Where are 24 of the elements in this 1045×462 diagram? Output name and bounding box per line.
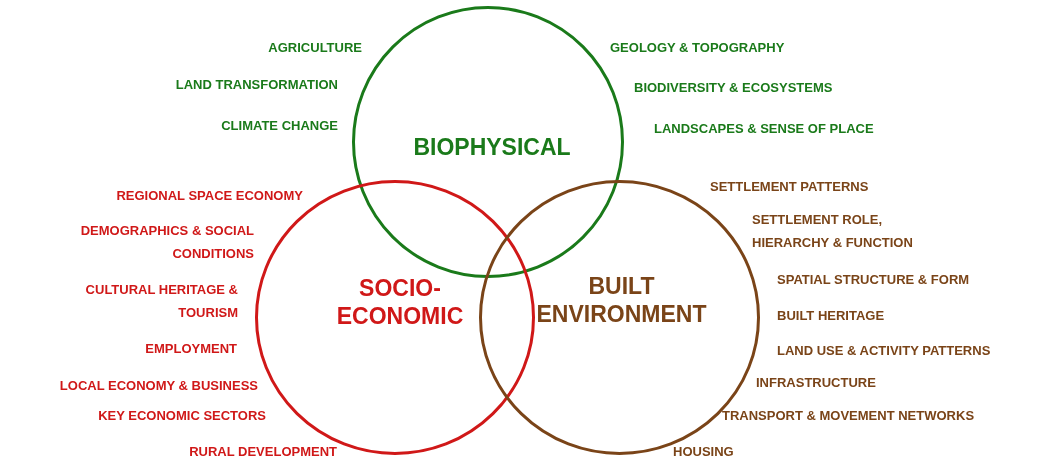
topic-label: HOUSING: [673, 443, 734, 461]
topic-label: LAND USE & ACTIVITY PATTERNS: [777, 342, 991, 360]
topic-label: TRANSPORT & MOVEMENT NETWORKS: [722, 407, 975, 425]
topic-label: LAND TRANSFORMATION: [175, 76, 338, 94]
topic-label: REGIONAL SPACE ECONOMY: [116, 187, 303, 205]
circle-title: SOCIO-ECONOMIC: [335, 274, 465, 331]
topic-label: GEOLOGY & TOPOGRAPHY: [610, 39, 785, 57]
topic-label: EMPLOYMENT: [145, 340, 237, 358]
topic-label: CULTURAL HERITAGE & TOURISM: [84, 281, 238, 322]
topic-label: SETTLEMENT ROLE, HIERARCHY & FUNCTION: [752, 211, 914, 252]
topic-label: AGRICULTURE: [268, 39, 362, 57]
topic-label: CLIMATE CHANGE: [221, 117, 338, 135]
topic-label: RURAL DEVELOPMENT: [189, 443, 337, 461]
topic-label: KEY ECONOMIC SECTORS: [98, 407, 266, 425]
circle-title: BIOPHYSICAL: [412, 134, 572, 162]
topic-label: BUILT HERITAGE: [777, 307, 885, 325]
topic-label: INFRASTRUCTURE: [756, 374, 876, 392]
topic-label: LANDSCAPES & SENSE OF PLACE: [654, 120, 874, 138]
topic-label: SETTLEMENT PATTERNS: [710, 178, 869, 196]
circle-title: BUILT ENVIRONMENT: [535, 272, 708, 329]
topic-label: BIODIVERSITY & ECOSYSTEMS: [634, 79, 833, 97]
topic-label: LOCAL ECONOMY & BUSINESS: [59, 377, 258, 395]
topic-label: SPATIAL STRUCTURE & FORM: [777, 271, 970, 289]
topic-label: DEMOGRAPHICS & SOCIAL CONDITIONS: [79, 222, 254, 263]
